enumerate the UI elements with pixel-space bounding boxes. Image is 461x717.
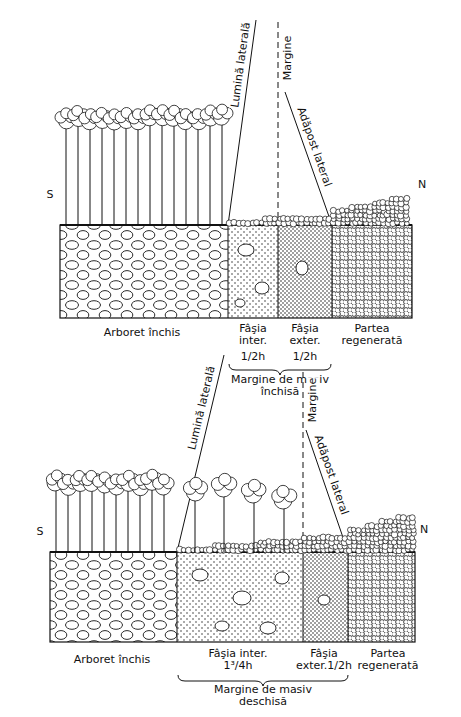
young-growth — [330, 195, 410, 226]
tree — [128, 109, 149, 225]
line-label: Lumină laterală — [229, 21, 253, 110]
zone-label: Arboret închis — [57, 654, 167, 666]
line-label: Lumină laterală — [186, 364, 218, 452]
zone-label: Fâşia inter. 1³/4h — [202, 648, 274, 672]
tree — [55, 108, 77, 225]
tree — [187, 109, 209, 225]
dimension-label: 1/2h — [293, 351, 318, 363]
caption-label: Margine de masiv închisă — [222, 374, 338, 398]
young-growth — [346, 514, 416, 553]
line-label: Margine — [307, 377, 319, 423]
tree-layer — [46, 104, 416, 554]
zone-label: Partea regenerată — [332, 323, 412, 347]
zone-label: Partea regenerată — [355, 648, 421, 672]
zone-label: Arboret închis — [82, 327, 202, 339]
line-label: Margine — [282, 35, 294, 81]
tree — [241, 479, 266, 552]
young-growth — [176, 534, 348, 554]
dimension-label: 1/2h — [241, 351, 266, 363]
zone-label: Fâşia inter. — [227, 323, 279, 347]
tree — [212, 104, 233, 225]
tree — [183, 477, 207, 552]
direction-label: S — [47, 189, 54, 201]
direction-label: N — [420, 524, 428, 536]
caption-label: Margine de masiv deschisă — [205, 684, 321, 708]
direction-label: S — [37, 526, 44, 538]
construction-line — [228, 20, 332, 225]
zone-label: Fâşia exter. — [278, 323, 332, 347]
tree — [272, 485, 297, 552]
line-label: Adăpost lateral — [294, 105, 334, 190]
young-growth — [226, 215, 332, 227]
tree — [211, 473, 236, 552]
line-label: Adăpost lateral — [311, 433, 350, 518]
tree — [153, 474, 174, 552]
soil-profile — [60, 225, 412, 318]
direction-label: N — [418, 179, 426, 191]
soil-profile — [50, 552, 415, 642]
zone-label: Fâşia exter.1/2h — [295, 648, 353, 672]
